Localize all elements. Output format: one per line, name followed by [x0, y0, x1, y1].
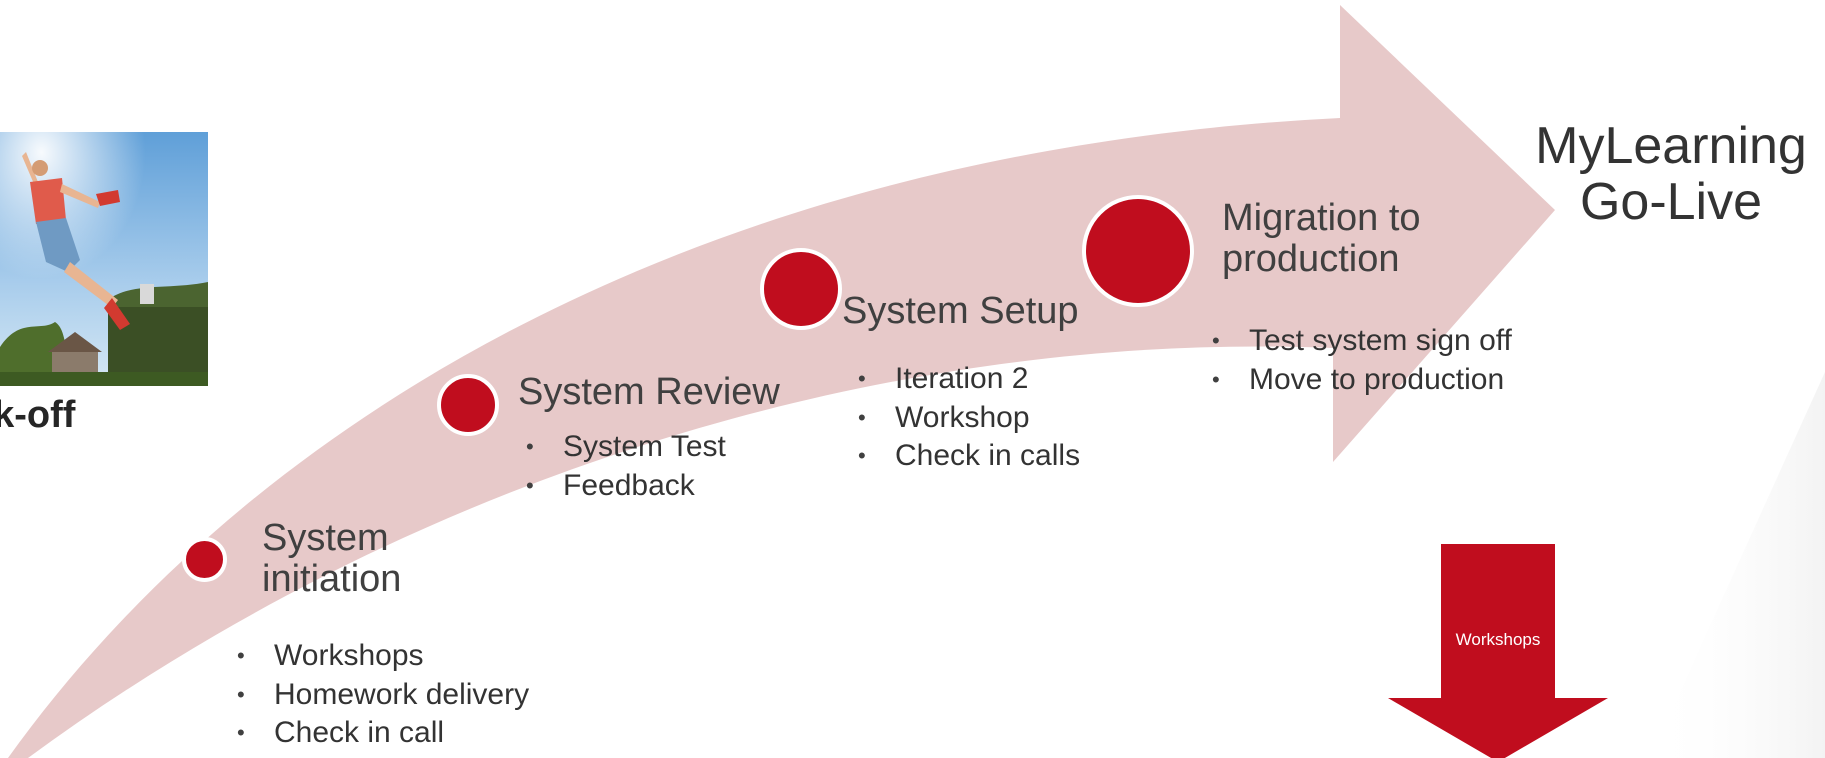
milestone-marker-3	[760, 248, 842, 330]
list-item: Workshops	[237, 637, 529, 676]
list-item: Workshop	[858, 399, 1080, 438]
milestone-marker-1	[182, 537, 227, 582]
stage-list-migration: Test system sign off Move to production	[1212, 322, 1512, 399]
corner-shade-shape	[1650, 372, 1825, 758]
stage-list-initiation: Workshops Homework delivery Check in cal…	[237, 637, 529, 753]
golive-title: MyLearning Go-Live	[1521, 118, 1821, 230]
workshops-arrow-label: Workshops	[1455, 630, 1541, 649]
stage-title-initiation: System initiation	[262, 517, 402, 600]
list-item: Check in calls	[858, 437, 1080, 476]
list-item: Check in call	[237, 714, 529, 753]
stage-title-migration: Migration to production	[1222, 197, 1421, 280]
stage-title-setup: System Setup	[842, 290, 1079, 332]
stage-title-review: System Review	[518, 371, 780, 413]
list-item: System Test	[526, 428, 726, 467]
list-item: Iteration 2	[858, 360, 1080, 399]
workshops-down-arrow	[1388, 544, 1608, 758]
list-item: Feedback	[526, 467, 726, 506]
list-item: Test system sign off	[1212, 322, 1512, 361]
stage-list-setup: Iteration 2 Workshop Check in calls	[858, 360, 1080, 476]
list-item: Homework delivery	[237, 676, 529, 715]
stage-list-review: System Test Feedback	[526, 428, 726, 505]
jumping-person-photo	[0, 132, 208, 386]
roadmap-arrow	[8, 5, 1555, 758]
golive-line-2: Go-Live	[1579, 173, 1763, 231]
golive-line-1: MyLearning	[1535, 117, 1807, 175]
milestone-marker-4	[1082, 195, 1194, 307]
milestone-marker-2	[437, 374, 499, 436]
kickoff-label: ck-off	[0, 394, 76, 436]
list-item: Move to production	[1212, 361, 1512, 400]
